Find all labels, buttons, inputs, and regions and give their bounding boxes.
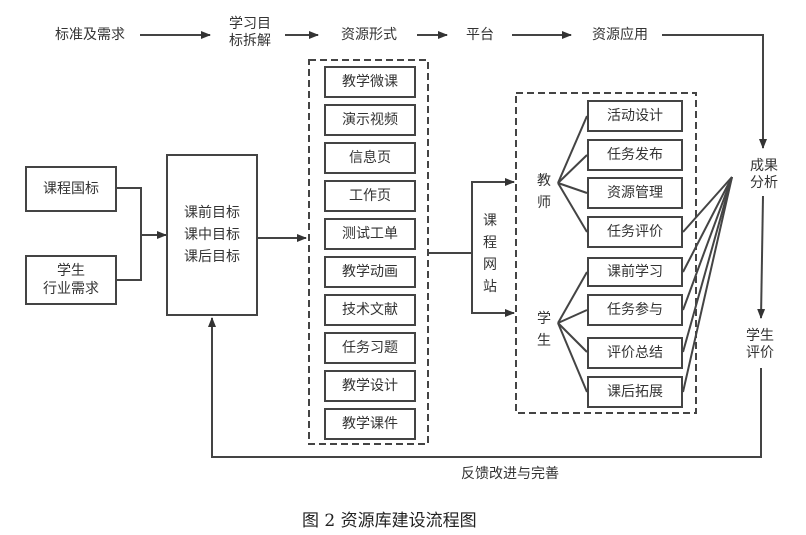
resource-item: 教学微课 bbox=[324, 66, 416, 98]
resource-item: 任务习题 bbox=[324, 332, 416, 364]
teacher-item: 活动设计 bbox=[587, 100, 683, 132]
header-step-goal-decompose: 学习目 标拆解 bbox=[229, 16, 271, 49]
student-eval-label: 学生 评价 bbox=[746, 328, 774, 361]
resource-item: 教学设计 bbox=[324, 370, 416, 402]
teacher-item: 任务发布 bbox=[587, 139, 683, 171]
header-step-platform: 平台 bbox=[466, 27, 494, 43]
application-group bbox=[515, 92, 697, 414]
student-item: 课后拓展 bbox=[587, 376, 683, 408]
course-standard-box: 课程国标 bbox=[25, 166, 117, 212]
connector-standard bbox=[115, 187, 142, 235]
arrow-to-student-eval bbox=[757, 195, 766, 319]
teacher-item: 任务评价 bbox=[587, 216, 683, 248]
student-industry-box: 学生 行业需求 bbox=[25, 255, 117, 305]
resource-item: 教学课件 bbox=[324, 408, 416, 440]
student-label: 学生 bbox=[537, 311, 551, 349]
figure-caption: 图 2 资源库建设流程图 bbox=[302, 511, 477, 531]
resource-item: 技术文献 bbox=[324, 294, 416, 326]
platform-label: 课程网站 bbox=[483, 213, 497, 295]
header-step-standards: 标准及需求 bbox=[55, 27, 125, 43]
student-item: 任务参与 bbox=[587, 294, 683, 326]
resource-item: 工作页 bbox=[324, 180, 416, 212]
student-item: 评价总结 bbox=[587, 337, 683, 369]
resource-item: 测试工单 bbox=[324, 218, 416, 250]
arrow-to-student bbox=[471, 253, 515, 317]
header-arrow-5 bbox=[662, 34, 767, 149]
arrow-to-teacher bbox=[471, 178, 515, 253]
connector-industry bbox=[115, 235, 142, 281]
resource-forms-group bbox=[308, 59, 429, 445]
resource-item: 信息页 bbox=[324, 142, 416, 174]
feedback-loop-line bbox=[208, 317, 762, 458]
resource-item: 教学动画 bbox=[324, 256, 416, 288]
feedback-label: 反馈改进与完善 bbox=[461, 466, 559, 482]
student-item: 课前学习 bbox=[587, 257, 683, 287]
resource-item: 演示视频 bbox=[324, 104, 416, 136]
header-step-application: 资源应用 bbox=[592, 27, 648, 43]
goals-box: 课前目标 课中目标 课后目标 bbox=[166, 154, 258, 316]
teacher-item: 资源管理 bbox=[587, 177, 683, 209]
teacher-label: 教师 bbox=[537, 173, 551, 211]
outcome-analysis-label: 成果 分析 bbox=[750, 158, 778, 191]
header-step-resource-forms: 资源形式 bbox=[341, 27, 397, 43]
